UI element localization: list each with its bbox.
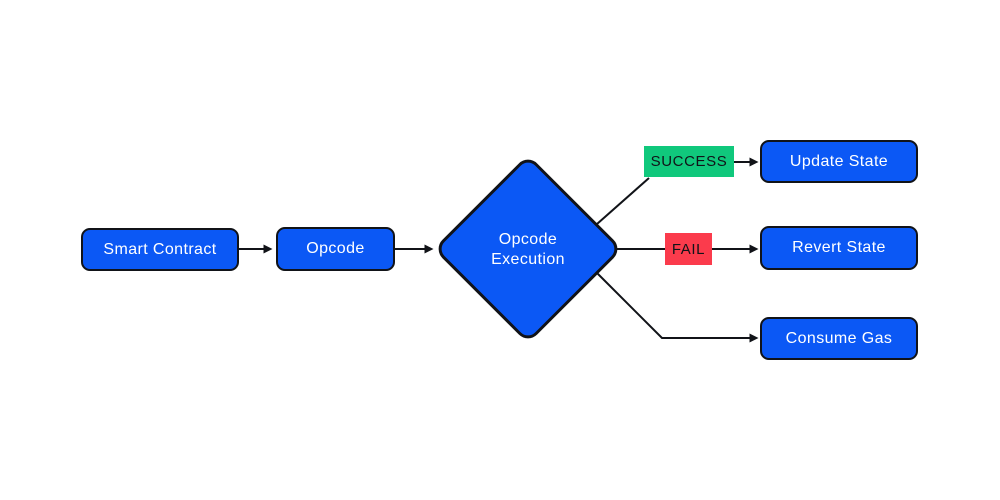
node-opcode-label: Opcode [306,240,365,257]
edge-label-success: SUCCESS [644,146,734,177]
node-consume-gas: Consume Gas [760,317,918,360]
edge-execution-to-success-label [596,177,650,225]
edge-label-fail: FAIL [665,233,712,265]
node-smart-contract: Smart Contract [81,228,239,271]
node-revert-state: Revert State [760,226,918,270]
node-opcode: Opcode [276,227,395,271]
node-smart-contract-label: Smart Contract [103,240,217,258]
node-update-state-label: Update State [789,152,889,170]
node-consume-gas-label: Consume Gas [785,329,893,347]
node-revert-state-label: Revert State [792,239,886,256]
edge-execution-to-consume-gas [596,272,759,343]
node-update-state: Update State [760,140,918,183]
node-opcode-execution-label: Opcode Execution [491,231,565,268]
